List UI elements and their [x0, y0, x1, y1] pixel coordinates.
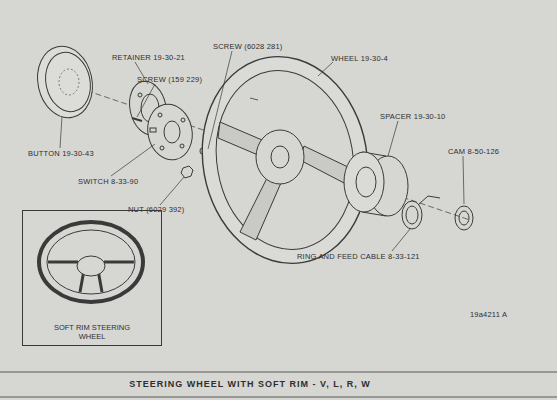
switch-part: [143, 100, 198, 164]
inset-box: SOFT RIM STEERING WHEEL: [22, 210, 162, 346]
cam-part: [455, 206, 473, 230]
figure-title: STEERING WHEEL WITH SOFT RIM - V, L, R, …: [129, 379, 371, 389]
part-label: CAM 8-50-126: [448, 148, 499, 156]
part-label: SPACER 19-30-10: [380, 113, 445, 121]
part-label: BUTTON 19-30-43: [28, 150, 94, 158]
inset-wheel: [39, 222, 143, 302]
inset-caption: SOFT RIM STEERING WHEEL: [23, 323, 161, 341]
leader-lines: [60, 51, 464, 251]
part-label: RING AND FEED CABLE 8-33-121: [297, 253, 420, 261]
spacer-part: [344, 152, 408, 216]
part-label: RETAINER 19-30-21: [112, 54, 185, 62]
figure-number: 19a4211 A: [470, 311, 507, 319]
ring-and-cable-part: [402, 196, 440, 229]
button-part: [31, 41, 99, 123]
nut-part: [181, 166, 193, 178]
part-label: SCREW (6028 281): [213, 43, 282, 51]
part-label: SCREW (159 229): [137, 76, 202, 84]
wheel-part: [186, 43, 384, 276]
part-label: SWITCH 8-33-90: [78, 178, 138, 186]
part-label: WHEEL 19-30-4: [331, 55, 388, 63]
